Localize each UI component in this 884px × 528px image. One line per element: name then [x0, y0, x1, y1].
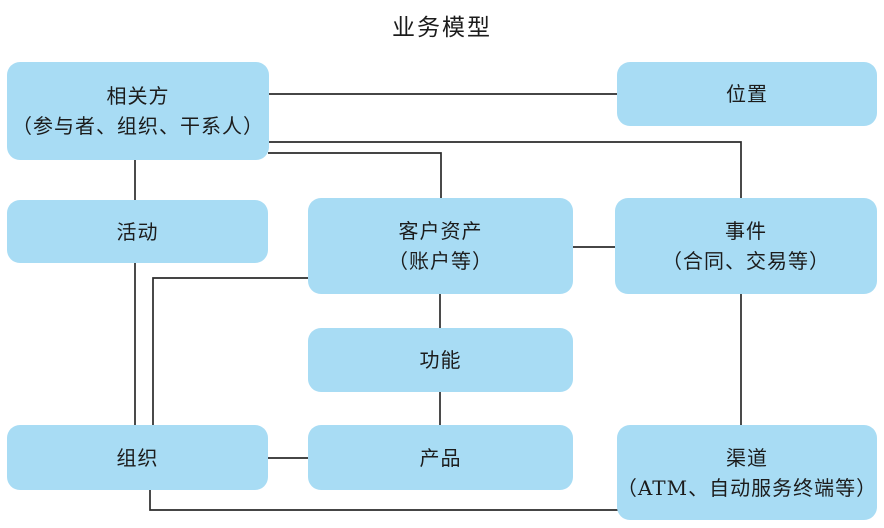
node-label: 组织	[116, 445, 159, 470]
node-function: 功能	[308, 328, 573, 392]
node-sublabel: （账户等）	[388, 249, 493, 273]
edge-organization-channel	[149, 490, 618, 511]
node-label: 功能	[419, 348, 462, 372]
node-label: 活动	[116, 219, 159, 244]
edge-stakeholders-event	[268, 141, 742, 198]
node-stakeholders: 相关方 （参与者、组织、干系人）	[7, 62, 269, 160]
node-label: 客户资产	[398, 219, 483, 243]
node-label: 产品	[419, 445, 462, 470]
node-label: 渠道	[726, 445, 768, 470]
node-label: 事件	[725, 219, 767, 243]
node-product: 产品	[308, 425, 573, 490]
node-sublabel: （参与者、组织、干系人）	[12, 114, 264, 138]
node-location: 位置	[617, 62, 877, 126]
node-sublabel: （合同、交易等）	[662, 249, 830, 273]
edge-customer-assets-organization	[152, 277, 308, 425]
node-event: 事件 （合同、交易等）	[615, 198, 877, 294]
node-activity: 活动	[7, 200, 268, 263]
node-channel: 渠道 （ATM、自动服务终端等）	[617, 425, 877, 520]
node-label: 相关方	[106, 84, 170, 108]
edge-stakeholders-customer-assets	[268, 152, 442, 198]
node-customer-assets: 客户资产 （账户等）	[308, 198, 573, 294]
node-label: 位置	[726, 82, 768, 106]
node-organization: 组织	[7, 425, 268, 490]
node-sublabel: （ATM、自动服务终端等）	[616, 475, 878, 500]
diagram-title: 业务模型	[392, 15, 492, 41]
